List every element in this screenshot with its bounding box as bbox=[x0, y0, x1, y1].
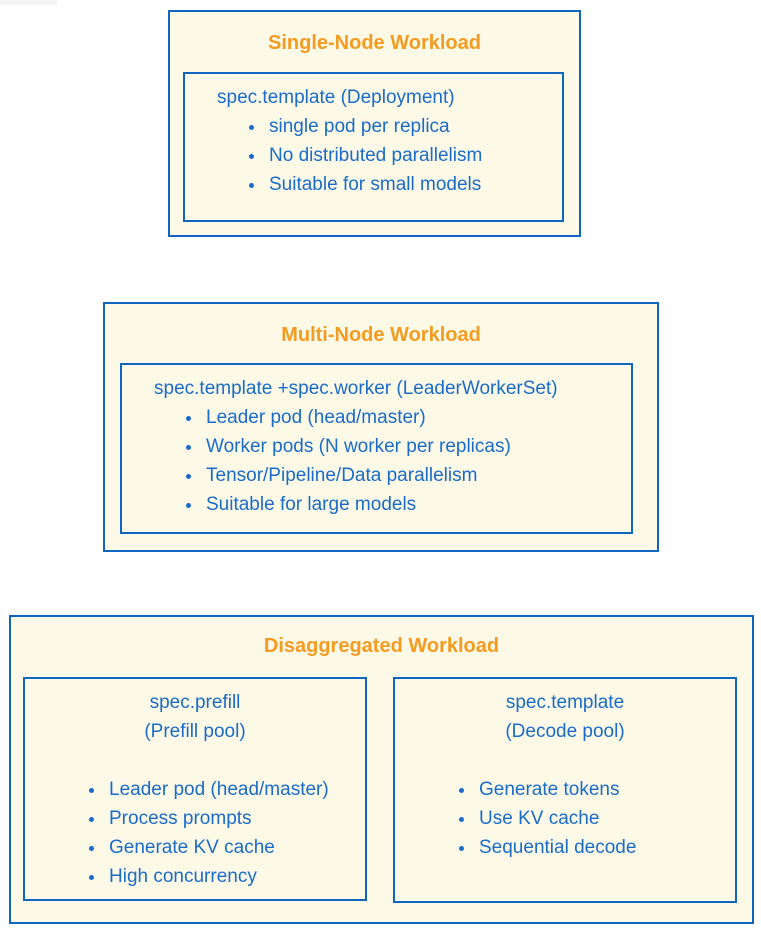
multi-node-spec-heading: spec.template +spec.worker (LeaderWorker… bbox=[154, 378, 558, 399]
bullet-item: High concurrency bbox=[25, 862, 365, 891]
bullet-item: Leader pod (head/master) bbox=[122, 403, 631, 432]
decode-heading-line-2: (Decode pool) bbox=[505, 721, 625, 742]
bullet-item: Sequential decode bbox=[395, 833, 735, 862]
single-node-bullet-list: single pod per replica No distributed pa… bbox=[185, 112, 562, 199]
bullet-item: Suitable for large models bbox=[122, 490, 631, 519]
prefill-bullet-list: Leader pod (head/master) Process prompts… bbox=[25, 775, 365, 891]
bullet-item: Use KV cache bbox=[395, 804, 735, 833]
multi-node-workload-panel: Multi-Node Workload spec.template +spec.… bbox=[103, 302, 659, 552]
bullet-item: Tensor/Pipeline/Data parallelism bbox=[122, 461, 631, 490]
prefill-heading-line-2: (Prefill pool) bbox=[144, 721, 246, 742]
disaggregated-panel-title: Disaggregated Workload bbox=[263, 635, 500, 657]
bullet-item: single pod per replica bbox=[185, 112, 562, 141]
bullet-item: Leader pod (head/master) bbox=[25, 775, 365, 804]
single-node-spec-heading: spec.template (Deployment) bbox=[217, 87, 455, 108]
bullet-item: Generate KV cache bbox=[25, 833, 365, 862]
single-node-panel-title: Single-Node Workload bbox=[268, 32, 481, 54]
decode-pool-box: spec.template (Decode pool) Generate tok… bbox=[393, 677, 737, 903]
multi-node-bullet-list: Leader pod (head/master) Worker pods (N … bbox=[122, 403, 631, 519]
prefill-heading-line-1: spec.prefill bbox=[149, 692, 241, 713]
single-node-spec-box: spec.template (Deployment) single pod pe… bbox=[183, 72, 564, 222]
multi-node-spec-box: spec.template +spec.worker (LeaderWorker… bbox=[120, 363, 633, 534]
multi-node-panel-title: Multi-Node Workload bbox=[281, 324, 481, 346]
bullet-item: Generate tokens bbox=[395, 775, 735, 804]
bullet-item: Suitable for small models bbox=[185, 170, 562, 199]
disaggregated-workload-panel: Disaggregated Workload spec.prefill (Pre… bbox=[9, 615, 754, 924]
bullet-item: Worker pods (N worker per replicas) bbox=[122, 432, 631, 461]
decode-heading-line-1: spec.template bbox=[505, 692, 625, 713]
bullet-item: Process prompts bbox=[25, 804, 365, 833]
decode-bullet-list: Generate tokens Use KV cache Sequential … bbox=[395, 775, 735, 862]
prefill-pool-box: spec.prefill (Prefill pool) Leader pod (… bbox=[23, 677, 367, 901]
stray-mark bbox=[0, 0, 57, 5]
bullet-item: No distributed parallelism bbox=[185, 141, 562, 170]
single-node-workload-panel: Single-Node Workload spec.template (Depl… bbox=[168, 10, 581, 237]
